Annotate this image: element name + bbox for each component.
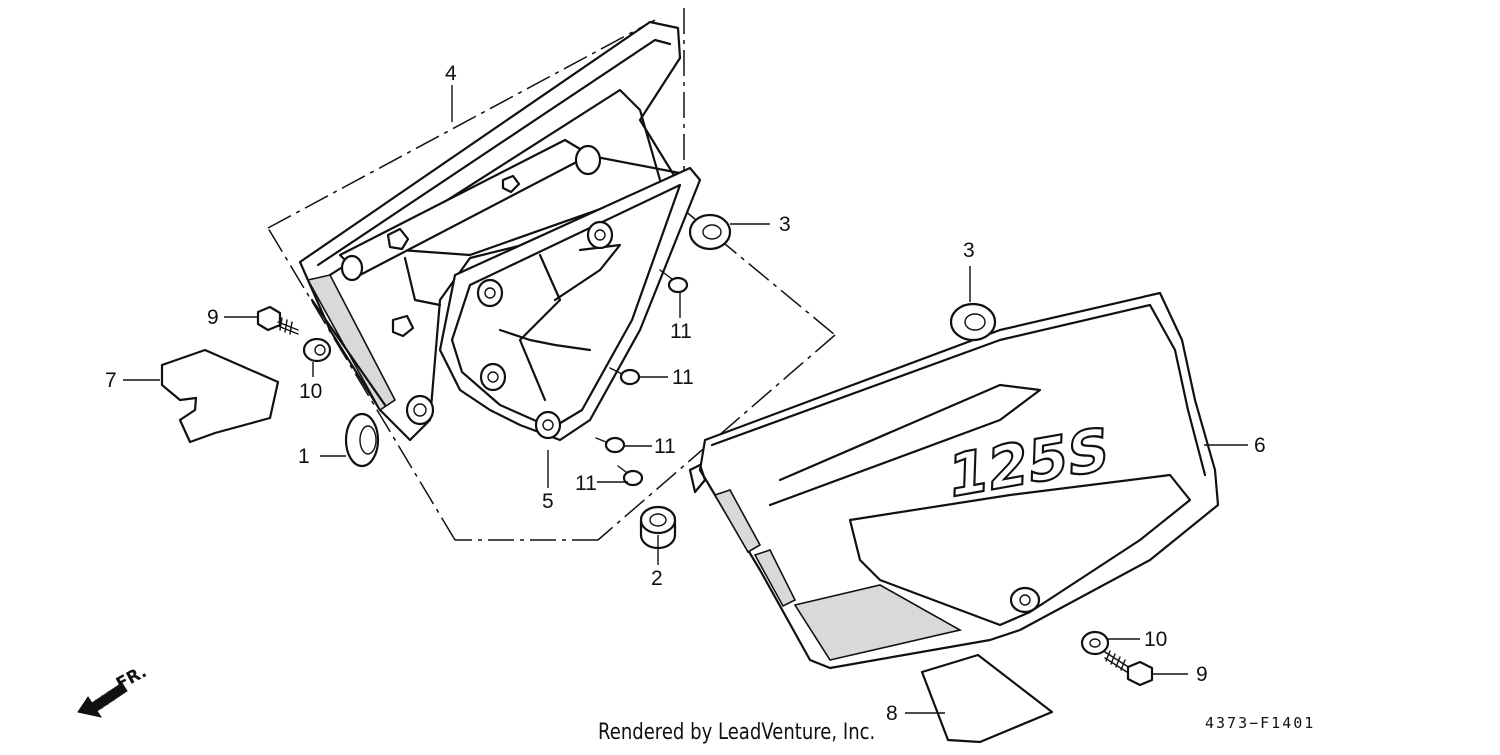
cushion-2[interactable] bbox=[639, 505, 677, 550]
screw-11c[interactable] bbox=[595, 436, 626, 454]
label-part-5: 5 bbox=[542, 490, 554, 513]
label-part-9b: 9 bbox=[1196, 663, 1208, 686]
label-part-11a: 11 bbox=[670, 320, 692, 343]
diagram-code: 4373−F1401 bbox=[1205, 714, 1316, 732]
bolt-9a[interactable] bbox=[256, 305, 299, 335]
label-part-3b: 3 bbox=[963, 239, 975, 262]
collar-10b[interactable] bbox=[1080, 630, 1110, 656]
screw-11d[interactable] bbox=[617, 465, 644, 487]
label-part-4: 4 bbox=[445, 62, 457, 85]
label-part-10b: 10 bbox=[1144, 628, 1167, 651]
label-part-11c: 11 bbox=[654, 435, 676, 458]
part-numbers: 4 5 1 2 3 3 6 7 8 9 9 10 10 11 11 11 11 bbox=[105, 62, 1266, 725]
left-side-cover[interactable] bbox=[298, 20, 692, 442]
clip-icon bbox=[386, 174, 521, 338]
front-direction-arrow: FR. bbox=[77, 662, 150, 718]
label-part-2: 2 bbox=[651, 567, 663, 590]
label-part-1: 1 bbox=[298, 445, 310, 468]
bolt-9b[interactable] bbox=[1104, 650, 1154, 687]
label-part-10a: 10 bbox=[299, 380, 322, 403]
screw-11a[interactable] bbox=[659, 269, 689, 294]
grommet-3a[interactable] bbox=[688, 213, 732, 251]
leader-lines bbox=[123, 85, 1248, 714]
right-side-cover[interactable]: 125S bbox=[688, 291, 1220, 670]
label-part-6: 6 bbox=[1254, 434, 1266, 457]
grommet-3b[interactable] bbox=[949, 302, 997, 342]
credit-text: Rendered by LeadVenture, Inc. bbox=[598, 720, 876, 745]
label-part-3a: 3 bbox=[779, 213, 791, 236]
label-8[interactable] bbox=[920, 653, 1054, 744]
grommet-1[interactable] bbox=[344, 412, 380, 468]
label-part-11d: 11 bbox=[575, 472, 597, 495]
label-part-9a: 9 bbox=[207, 306, 219, 329]
label-part-11b: 11 bbox=[672, 366, 694, 389]
collar-10a[interactable] bbox=[302, 337, 332, 363]
cover-plate[interactable] bbox=[438, 166, 702, 442]
caution-label-7[interactable] bbox=[160, 348, 280, 444]
label-part-8: 8 bbox=[886, 702, 898, 725]
label-part-7: 7 bbox=[105, 369, 117, 392]
